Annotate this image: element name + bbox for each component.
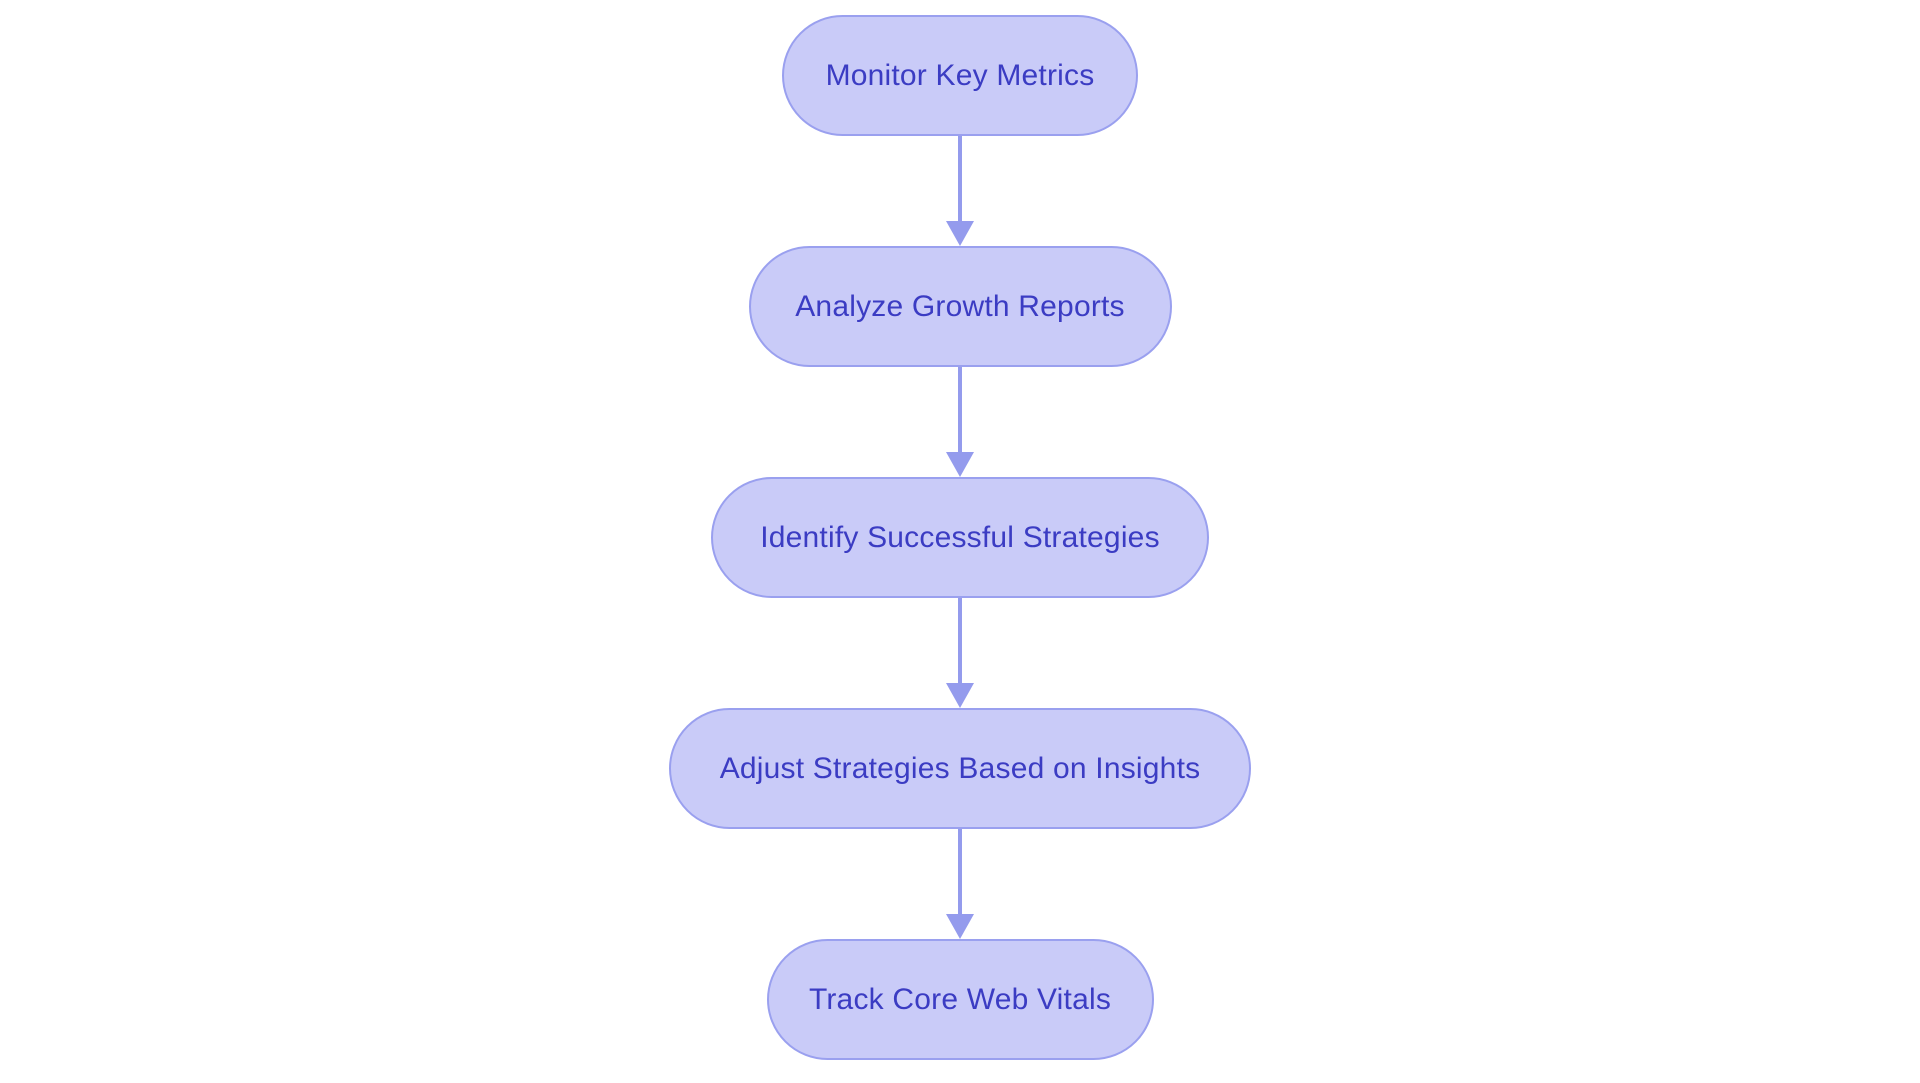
down-arrow-icon [944,598,976,708]
node-label: Track Core Web Vitals [808,982,1112,1016]
arrow-shaft [958,598,962,684]
arrowhead-icon [946,914,974,939]
node-label: Adjust Strategies Based on Insights [719,751,1201,785]
flowchart-node-monitor-key-metrics: Monitor Key Metrics [782,15,1138,136]
arrowhead-icon [946,683,974,708]
flowchart-node-identify-successful-strategies: Identify Successful Strategies [711,477,1209,598]
flowchart-node-track-core-web-vitals: Track Core Web Vitals [766,939,1154,1060]
down-arrow-icon [944,367,976,477]
arrow-shaft [958,829,962,915]
flowchart-node-analyze-growth-reports: Analyze Growth Reports [748,246,1172,367]
node-label: Identify Successful Strategies [760,520,1160,554]
node-label: Analyze Growth Reports [795,289,1125,323]
arrowhead-icon [946,452,974,477]
arrow-shaft [958,367,962,453]
down-arrow-icon [944,829,976,939]
arrowhead-icon [946,221,974,246]
flowchart-node-adjust-strategies-based-on-insights: Adjust Strategies Based on Insights [669,708,1251,829]
node-label: Monitor Key Metrics [825,58,1095,92]
arrow-shaft [958,136,962,222]
down-arrow-icon [944,136,976,246]
